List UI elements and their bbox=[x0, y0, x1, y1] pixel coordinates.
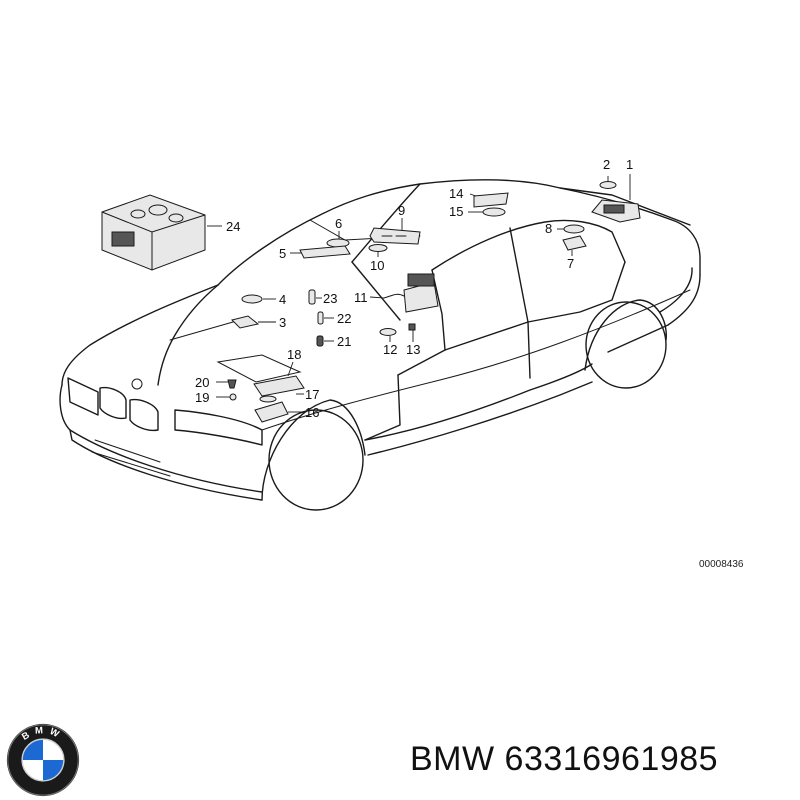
bmw-logo-icon: BMW bbox=[6, 723, 80, 797]
part-3-clip bbox=[231, 315, 260, 329]
part-19-nut bbox=[229, 393, 237, 401]
callout-1: 1 bbox=[626, 157, 633, 172]
car-outline bbox=[59, 179, 701, 511]
part-15-bulb bbox=[482, 207, 506, 217]
part-12-bulb bbox=[379, 328, 397, 336]
callout-15: 15 bbox=[449, 204, 463, 219]
callout-21: 21 bbox=[337, 334, 351, 349]
part-14-lamp bbox=[473, 192, 509, 208]
callout-24: 24 bbox=[226, 219, 240, 234]
callout-20: 20 bbox=[195, 375, 209, 390]
part-4-bulb bbox=[241, 294, 263, 304]
callout-2: 2 bbox=[603, 157, 610, 172]
callout-22: 22 bbox=[337, 311, 351, 326]
part-8-bulb bbox=[563, 224, 585, 234]
part-5-lamp bbox=[299, 245, 351, 259]
part-7-lamp bbox=[562, 235, 587, 251]
part-caption: BMW 63316961985 bbox=[410, 740, 718, 779]
brand-name: BMW bbox=[410, 740, 495, 778]
callout-12: 12 bbox=[383, 342, 397, 357]
callout-19: 19 bbox=[195, 390, 209, 405]
part-20-screw bbox=[227, 379, 237, 389]
callout-5: 5 bbox=[279, 246, 286, 261]
callout-11: 11 bbox=[354, 290, 368, 305]
callout-4: 4 bbox=[279, 292, 286, 307]
part-16-lamp bbox=[254, 395, 289, 423]
callout-7: 7 bbox=[567, 256, 574, 271]
callout-23: 23 bbox=[323, 291, 337, 306]
part-1-lamp bbox=[591, 199, 641, 223]
callout-labels: 1 2 3 4 5 6 7 8 9 10 11 12 13 14 15 16 1… bbox=[195, 157, 744, 570]
diagram-reference-code: 00008436 bbox=[699, 559, 744, 570]
part-2-bulb bbox=[599, 181, 617, 189]
part-23-bulb bbox=[308, 289, 316, 305]
callout-3: 3 bbox=[279, 315, 286, 330]
part-21-bulb bbox=[316, 335, 324, 347]
part-24-light-unit bbox=[101, 194, 206, 271]
callout-8: 8 bbox=[545, 221, 552, 236]
callout-6: 6 bbox=[335, 216, 342, 231]
callout-9: 9 bbox=[398, 203, 405, 218]
part-11-lamp bbox=[383, 273, 439, 313]
part-13-bulb bbox=[408, 323, 416, 331]
callout-16: 16 bbox=[305, 405, 319, 420]
part-6-bulb bbox=[326, 238, 350, 248]
callout-10: 10 bbox=[370, 258, 384, 273]
leader-lines bbox=[207, 174, 631, 413]
part-10-bulb bbox=[368, 244, 388, 252]
callout-14: 14 bbox=[449, 186, 463, 201]
part-number: 63316961985 bbox=[504, 740, 719, 778]
part-18-panel bbox=[216, 354, 302, 383]
callout-18: 18 bbox=[287, 347, 301, 362]
callout-17: 17 bbox=[305, 387, 319, 402]
callout-13: 13 bbox=[406, 342, 420, 357]
part-17-lamp bbox=[253, 375, 305, 397]
part-9-lamp bbox=[369, 227, 421, 245]
part-22-bulb bbox=[317, 311, 324, 325]
